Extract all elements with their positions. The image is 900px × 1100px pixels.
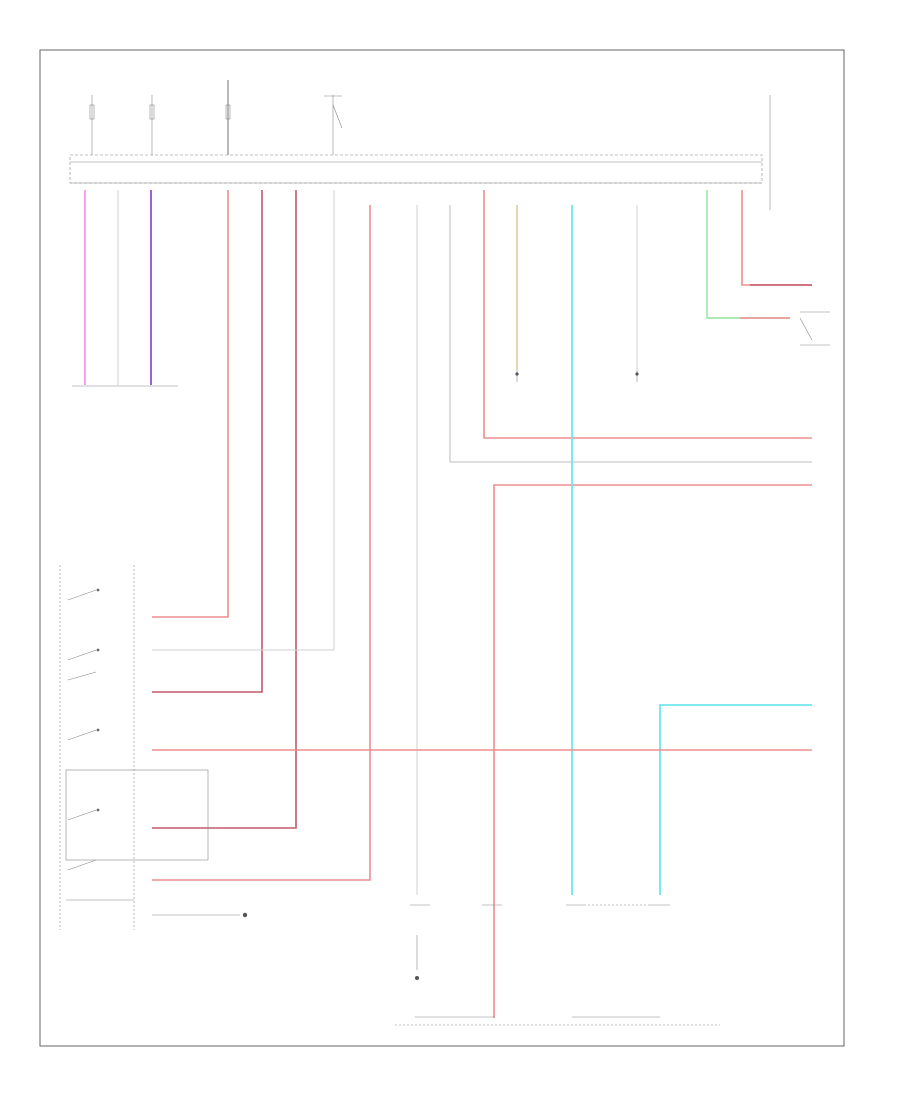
wire-red-4 [152, 205, 371, 881]
wire-red-2 [152, 190, 263, 693]
switch-component [799, 311, 830, 346]
wire-red-3 [152, 190, 297, 829]
wire-red-5 [483, 190, 812, 439]
wire-gray-b [449, 205, 812, 463]
combination-meter [395, 1016, 720, 1026]
combination-switch [59, 565, 209, 930]
fuse-group [89, 80, 343, 155]
wire-cyan-2 [659, 704, 812, 895]
wire-green [706, 190, 790, 319]
wire-red-7 [741, 190, 812, 286]
wire-red-1 [152, 190, 229, 618]
wire-gray-mid [152, 190, 335, 651]
diagram-frame [39, 49, 845, 1047]
diode-component [152, 912, 248, 918]
ground-symbol [515, 370, 639, 382]
connector-bottom [410, 904, 670, 980]
wire-red-6 [493, 484, 812, 1018]
junction-block [69, 95, 771, 210]
